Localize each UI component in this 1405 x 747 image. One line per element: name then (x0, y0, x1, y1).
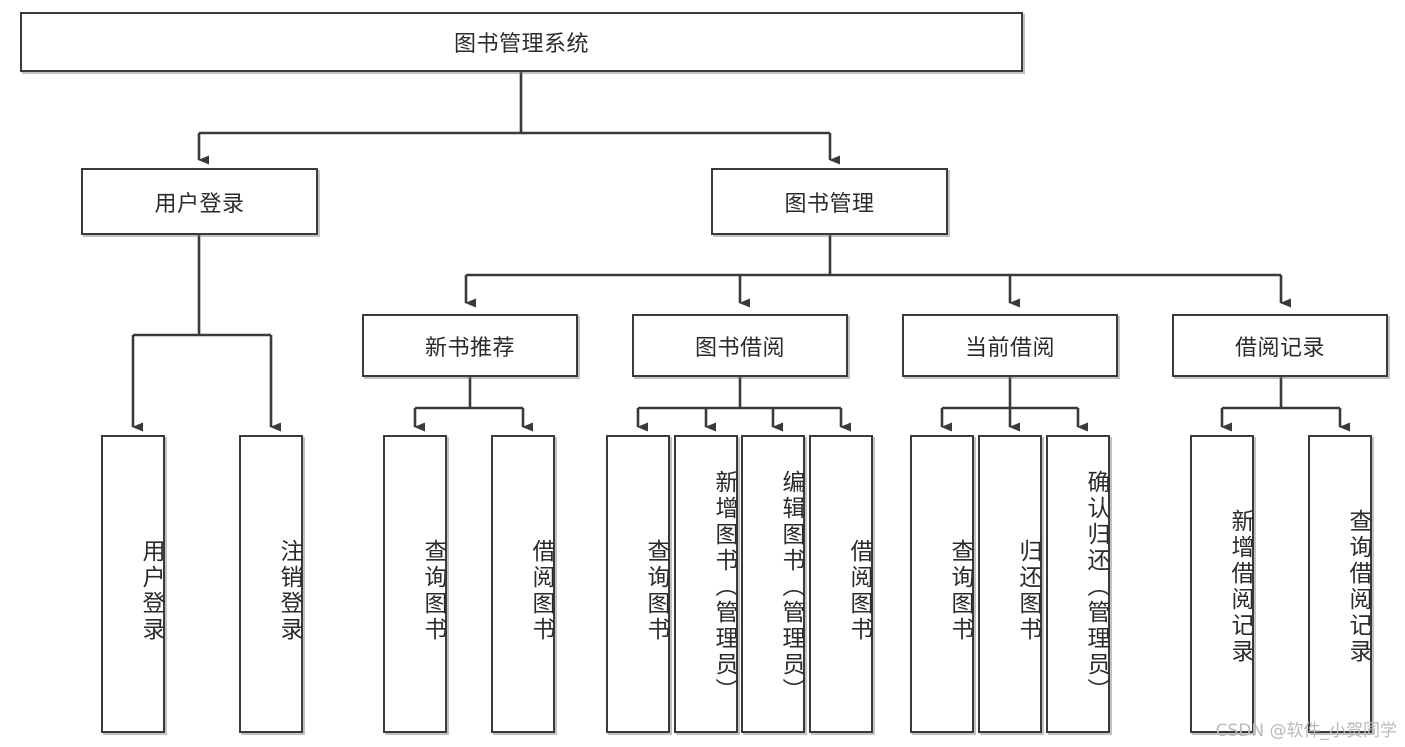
node-label: 查询图书 (420, 539, 446, 643)
node-user-login[interactable]: 用户登录 (81, 168, 318, 235)
leaf-current-borrow-return[interactable]: 归还图书 (978, 435, 1042, 733)
node-label: 确认归还（管理员） (1083, 470, 1109, 704)
node-label: 借阅图书 (528, 539, 554, 643)
node-current-borrow[interactable]: 当前借阅 (902, 314, 1118, 377)
leaf-new-book-borrow[interactable]: 借阅图书 (491, 435, 555, 733)
node-label: 图书管理 (784, 191, 875, 217)
leaf-book-borrow-edit[interactable]: 编辑图书（管理员） (741, 435, 805, 733)
node-label: 查询图书 (947, 539, 973, 643)
node-book-management[interactable]: 图书管理 (711, 168, 948, 235)
watermark-text: CSDN @软件_小贺同学 (1215, 721, 1397, 741)
leaf-borrow-record-add[interactable]: 新增借阅记录 (1190, 435, 1254, 733)
node-label: 图书管理系统 (453, 32, 589, 57)
node-label: 借阅图书 (846, 539, 872, 643)
node-borrow-record[interactable]: 借阅记录 (1172, 314, 1388, 377)
node-label: 注销登录 (276, 539, 302, 643)
node-root-system[interactable]: 图书管理系统 (20, 12, 1023, 72)
node-label: 新增借阅记录 (1227, 509, 1253, 665)
leaf-book-borrow-add[interactable]: 新增图书（管理员） (674, 435, 738, 733)
leaf-book-borrow-query[interactable]: 查询图书 (606, 435, 670, 733)
node-label: 新增图书（管理员） (711, 470, 737, 704)
leaf-user-login-login[interactable]: 用户登录 (101, 435, 165, 733)
node-label: 新书推荐 (424, 335, 515, 361)
leaf-current-borrow-query[interactable]: 查询图书 (910, 435, 974, 733)
node-label: 编辑图书（管理员） (778, 470, 804, 704)
leaf-new-book-query[interactable]: 查询图书 (383, 435, 447, 733)
leaf-book-borrow-borrow[interactable]: 借阅图书 (809, 435, 873, 733)
node-label: 当前借阅 (964, 335, 1055, 361)
node-label: 借阅记录 (1234, 335, 1325, 361)
node-book-borrow[interactable]: 图书借阅 (632, 314, 848, 377)
node-label: 归还图书 (1015, 539, 1041, 643)
node-label: 查询借阅记录 (1345, 509, 1371, 665)
leaf-borrow-record-query[interactable]: 查询借阅记录 (1308, 435, 1372, 733)
node-label: 查询图书 (643, 539, 669, 643)
leaf-current-borrow-confirm-return[interactable]: 确认归还（管理员） (1046, 435, 1110, 733)
node-new-book-recommend[interactable]: 新书推荐 (362, 314, 578, 377)
node-label: 图书借阅 (694, 335, 785, 361)
node-label: 用户登录 (138, 539, 164, 643)
leaf-user-login-logout[interactable]: 注销登录 (239, 435, 303, 733)
node-label: 用户登录 (154, 191, 245, 217)
